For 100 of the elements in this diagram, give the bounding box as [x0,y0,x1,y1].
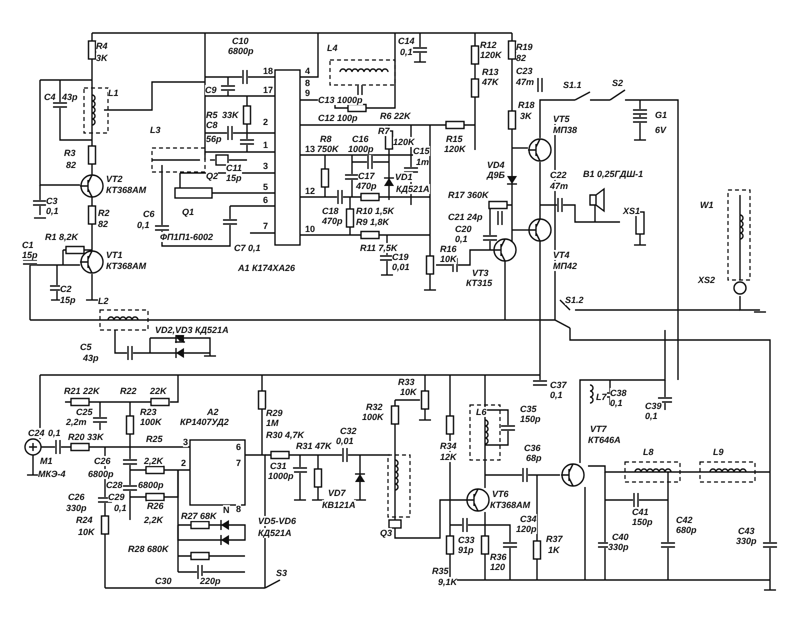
component-label: C38 [610,388,627,398]
component-label: 0,1 [48,428,61,438]
component-label: C25 [76,407,93,417]
component-label: VT1 [106,250,123,260]
component-label: R30 4,7K [266,430,304,440]
component-label: R35 [432,566,449,576]
component-label: 56p [206,134,222,144]
pin-number: 9 [305,88,310,98]
component-label: 120K [444,144,466,154]
component-label: XS1 [623,206,640,216]
component-label: 1m [416,157,430,167]
component-label: 0,01 [336,436,354,446]
component-label: C14 [398,36,415,46]
component-label: A2 [207,407,219,417]
component-label: R22 [120,386,137,396]
component-label: C34 [520,514,537,524]
component-label: 0,1 [455,234,468,244]
component-label: XS2 [698,275,716,285]
pin-number: 5 [263,182,268,192]
component-label: 15p [22,250,38,260]
component-label: R27 68K [181,511,217,521]
component-label: 1000p [348,144,374,154]
component-label: R21 22K [64,386,100,396]
component-label: R20 33K [68,432,104,442]
component-label: C31 [270,461,287,471]
component-label: R23 [140,407,157,417]
component-label: 120p [516,524,537,534]
component-label: 0,1 [400,47,413,57]
component-label: 1K [548,545,560,555]
component-label: 1000p [268,471,294,481]
component-label: R2 [98,208,110,218]
component-label: VT2 [106,174,123,184]
component-label: C16 [352,134,369,144]
component-label: VT4 [553,250,570,260]
pin-number: 7 [236,458,242,468]
component-label: C28 [106,480,123,490]
component-label: 82 [66,160,76,170]
component-label: VT7 [590,424,607,434]
component-label: C41 [632,507,649,517]
pin-number: 18 [263,66,274,76]
component-label: 220p [200,576,221,586]
component-label: 6800p [88,469,114,479]
component-label: 22K [150,386,167,396]
component-label: A1 К174ХА26 [238,263,296,273]
component-label: VD4 [487,160,505,170]
component-label: R9 1,8K [356,217,390,227]
component-label: C26 [94,456,111,466]
component-label: C21 24p [448,212,483,222]
component-label: 10K [400,387,417,397]
component-label: 6800p [138,480,164,490]
component-label: L6 [476,407,487,417]
component-label: 6800p [228,46,254,56]
component-label: 43p [83,353,99,363]
component-label: Q2 [206,171,218,181]
component-label: 10K [440,254,457,264]
component-label: 2,2K [144,515,164,525]
component-label: C23 [516,66,533,76]
component-label: C42 [676,515,693,525]
component-label: L1 [108,88,119,98]
component-label: R16 [440,244,457,254]
component-label: C3 [46,196,58,206]
component-label: L9 [713,447,724,457]
component-label: C19 [392,252,409,262]
component-label: R11 7,5K [360,243,398,253]
component-label: 47m [550,181,568,191]
pin-number: 17 [263,85,274,95]
component-label: C1 [22,240,34,250]
component-label: КТ368АМ [490,500,530,510]
component-label: M1 [40,456,53,466]
pin-number: 2 [181,458,186,468]
component-label: C18 [322,206,339,216]
component-label: КТ368АМ [106,185,146,195]
component-label: 47m [516,77,534,87]
component-label: C2 [60,284,72,294]
component-label: R7 [378,126,390,136]
component-label: C8 [206,120,218,130]
component-label: 91p [458,545,474,555]
component-label: R37 [546,534,563,544]
pin-number: 1 [263,140,268,150]
component-label: C17 [358,171,375,181]
component-label: R6 22K [380,111,411,121]
component-label: C10 [232,36,249,46]
component-label: C5 [80,342,92,352]
component-label: C32 [340,426,357,436]
component-label: R1 8,2K [45,232,78,242]
component-label: 0,1 [46,206,59,216]
component-label: R10 1,5K [356,206,394,216]
component-label: R18 [518,100,535,110]
component-label: C6 [143,209,155,219]
component-label: 330p [736,536,757,546]
component-label: R17 360K [448,190,489,200]
component-label: C37 [550,380,567,390]
component-label: R13 [482,67,499,77]
component-label: 100K [140,417,162,427]
component-label: 330p [66,503,87,513]
component-label: 750K [317,144,339,154]
component-label: S3 [276,568,288,578]
component-label: R19 [516,42,533,52]
component-label: C20 [455,224,472,234]
component-label: 680p [676,525,697,535]
